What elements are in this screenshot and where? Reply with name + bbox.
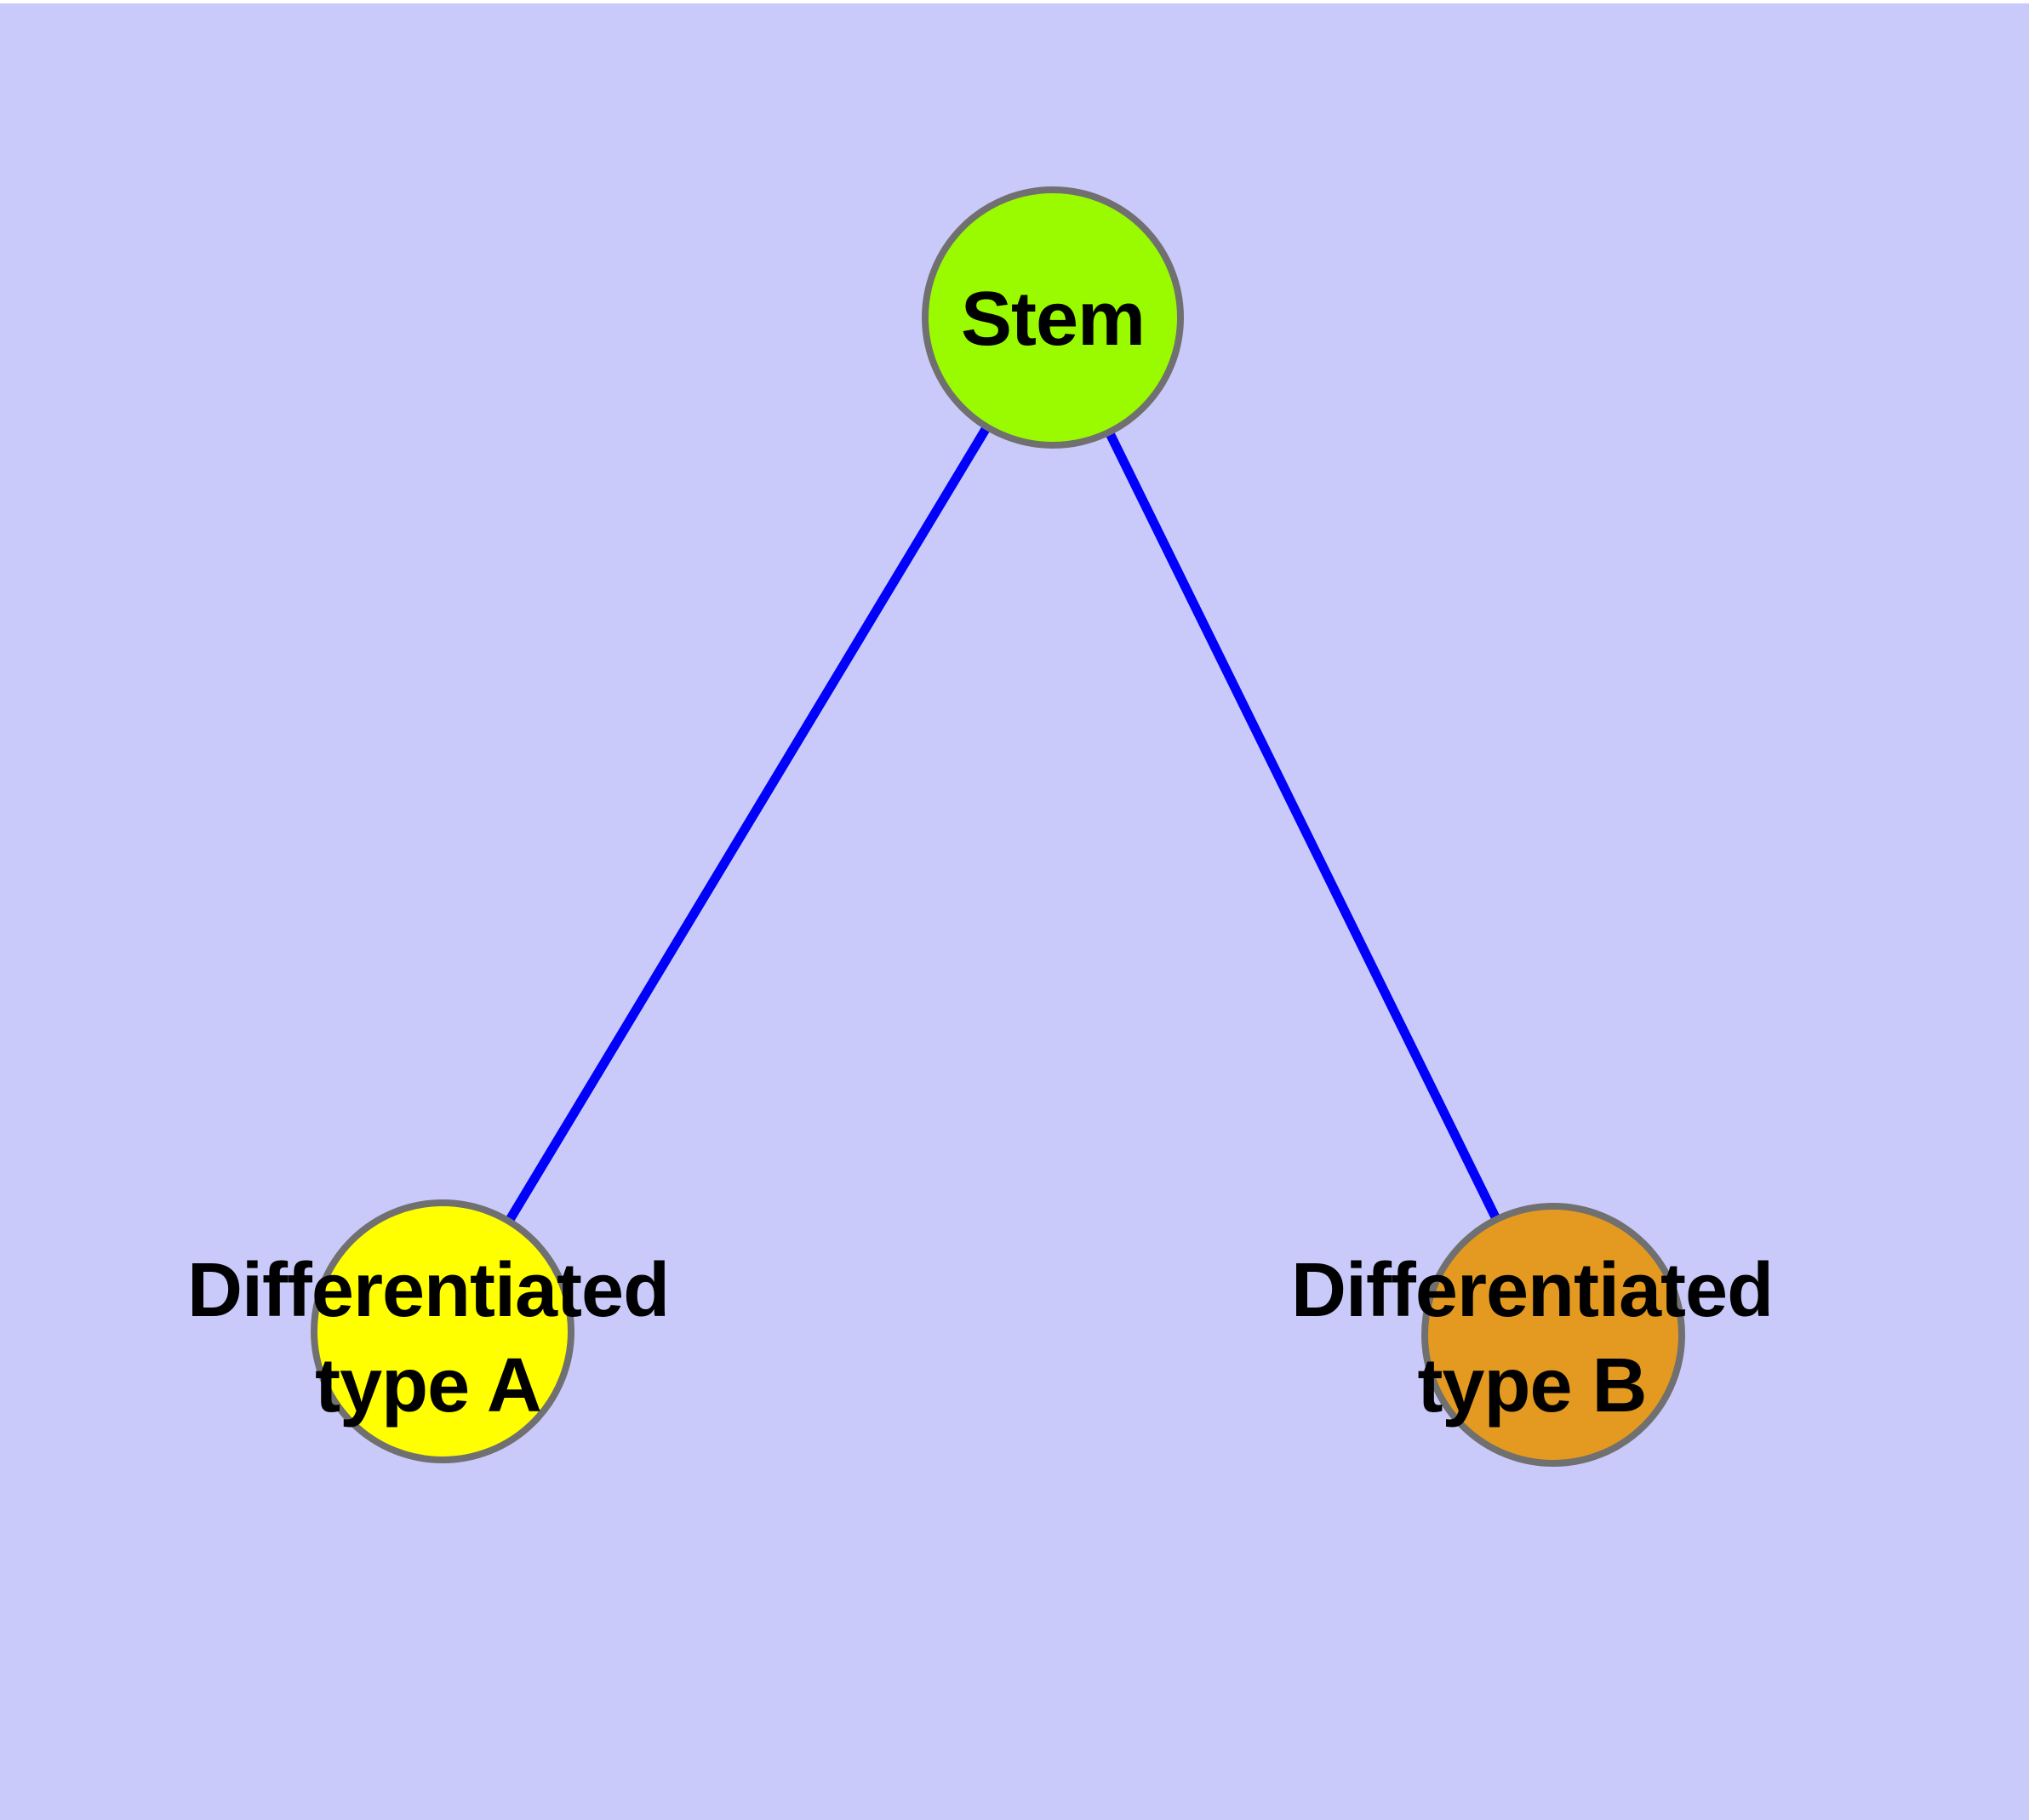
node-stem-label: Stem [960,272,1146,367]
node-differentiated-type-b [1421,1203,1685,1467]
edge-stem-to-type-a [438,315,1057,1334]
node-differentiated-type-a-label-line1: Differentiated [186,1248,670,1333]
edge-stem-to-type-b [1049,315,1557,1337]
node-differentiated-type-b-label: Differentiated type B [1290,1243,1774,1434]
top-margin-strip [0,0,2029,3]
node-differentiated-type-a [311,1199,574,1463]
node-differentiated-type-a-label-line2: type A [315,1343,542,1428]
node-stem [922,186,1184,449]
node-differentiated-type-b-label-line1: Differentiated [1290,1248,1774,1333]
node-differentiated-type-a-label: Differentiated type A [186,1243,670,1434]
node-differentiated-type-b-label-line2: type B [1417,1343,1647,1428]
node-stem-label-line1: Stem [960,277,1146,362]
